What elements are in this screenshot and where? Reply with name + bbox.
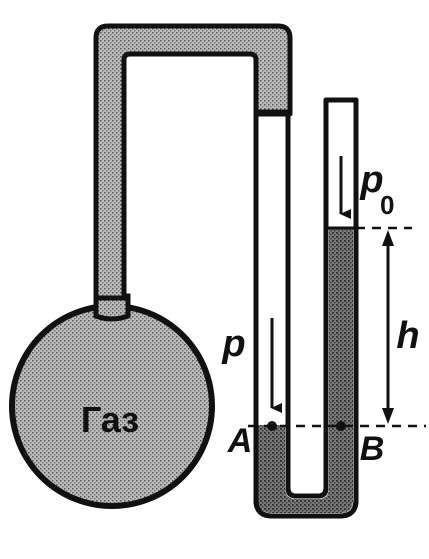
manometer-liquid <box>258 228 353 513</box>
point-a-dot <box>267 421 277 431</box>
point-b-dot <box>336 421 346 431</box>
atm-pressure-subscript: 0 <box>380 190 394 220</box>
gas-label: Газ <box>81 399 139 440</box>
height-arrow-bottom <box>382 408 394 424</box>
point-a-label: A <box>227 422 253 460</box>
height-label-h: h <box>396 315 419 357</box>
pressure-label-p: p <box>221 323 245 365</box>
bulb-neck <box>93 293 131 322</box>
height-arrow-top <box>382 230 394 246</box>
point-b-label: B <box>360 430 385 468</box>
atm-pressure-label-p: p <box>359 159 383 201</box>
